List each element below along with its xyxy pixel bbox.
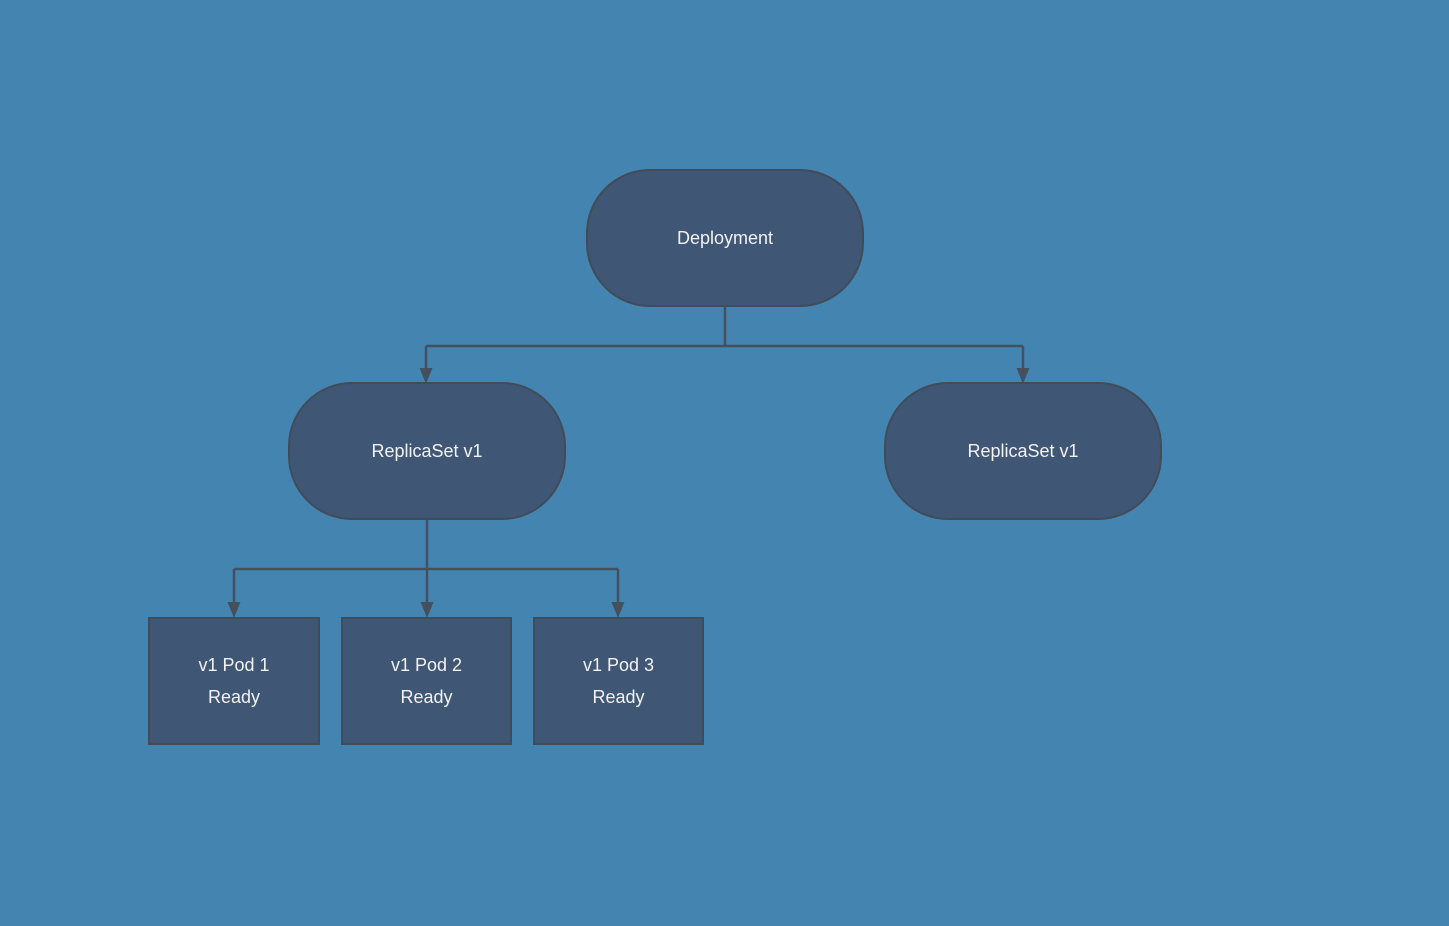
node-pod-3-label: v1 Pod 3 xyxy=(582,654,655,675)
node-pod-3: v1 Pod 3 Ready xyxy=(533,617,704,745)
connector-line xyxy=(232,520,620,604)
node-pod-1-status: Ready xyxy=(207,686,261,707)
connector-line xyxy=(424,307,1025,370)
arrowhead-down-icon xyxy=(611,602,625,618)
node-deployment: Deployment xyxy=(586,169,864,307)
node-pod-2: v1 Pod 2 Ready xyxy=(341,617,512,745)
arrowhead-down-icon xyxy=(1016,368,1030,384)
node-pod-2-label: v1 Pod 2 xyxy=(390,654,463,675)
arrowhead-down-icon xyxy=(420,602,434,618)
node-deployment-label: Deployment xyxy=(676,227,774,248)
node-pod-3-status: Ready xyxy=(592,686,645,707)
node-pod-1-label: v1 Pod 1 xyxy=(198,654,270,675)
node-replicaset-v1-right: ReplicaSet v1 xyxy=(884,382,1162,520)
edge-replicaset-to-pods xyxy=(227,520,625,618)
arrowhead-down-icon xyxy=(227,602,241,618)
node-pod-2-status: Ready xyxy=(400,686,453,707)
arrowhead-down-icon xyxy=(419,368,433,384)
node-replicaset-left-label: ReplicaSet v1 xyxy=(371,440,483,461)
node-replicaset-v1-left: ReplicaSet v1 xyxy=(288,382,566,520)
node-replicaset-right-label: ReplicaSet v1 xyxy=(967,440,1079,461)
node-pod-1: v1 Pod 1 Ready xyxy=(148,617,320,745)
edge-deployment-to-replicasets xyxy=(419,307,1030,384)
